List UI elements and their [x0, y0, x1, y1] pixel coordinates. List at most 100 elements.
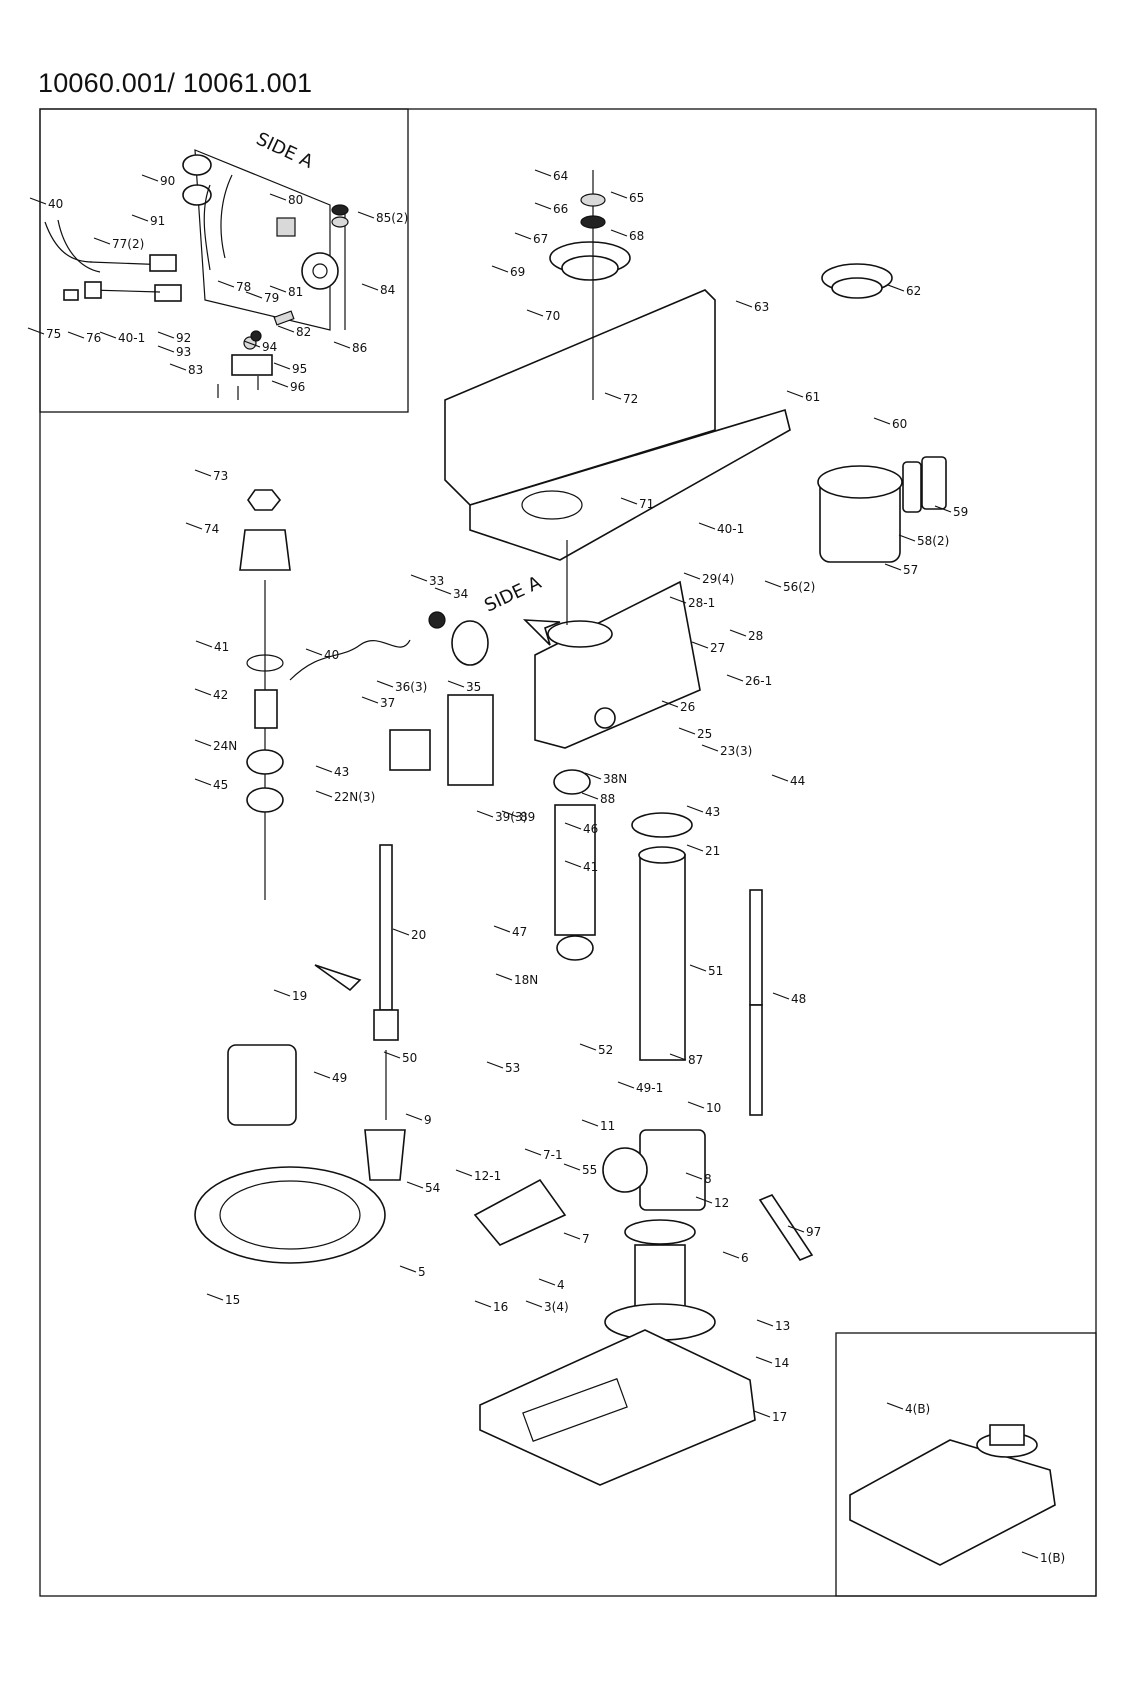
leader-line-main-32: [361, 696, 379, 704]
leader-line-main-23: [669, 596, 687, 604]
part-callout-main-40: 22N(3): [334, 790, 375, 804]
part-callout-inset-side-a-4: 91: [150, 214, 165, 228]
inset-frame-base-b: [835, 1332, 1097, 1597]
part-callout-main-31: 26: [680, 700, 695, 714]
leader-line-inset-base-b-1: [1021, 1551, 1039, 1559]
part-callout-inset-side-a-5: 77(2): [112, 237, 144, 251]
part-callout-main-3: 67: [533, 232, 548, 246]
head-casting: [534, 580, 701, 749]
part-callout-main-9: 63: [754, 300, 769, 314]
part-callout-main-69: 12: [714, 1196, 729, 1210]
part-callout-main-56: 50: [402, 1051, 417, 1065]
leader-line-main-70: [787, 1225, 805, 1233]
leader-line-inset-side-a-0: [141, 174, 159, 182]
part-callout-main-62: 11: [600, 1119, 615, 1133]
pulley-cover-base: [469, 408, 791, 561]
leader-line-main-61: [687, 1101, 705, 1109]
leader-line-main-17: [884, 563, 902, 571]
part-callout-main-30: 35: [466, 680, 481, 694]
part-callout-main-74: 5: [418, 1265, 426, 1279]
part-callout-inset-side-a-16: 82: [296, 325, 311, 339]
leader-line-main-20: [410, 574, 428, 582]
work-table: [194, 1166, 386, 1264]
leader-line-main-33: [194, 688, 212, 696]
part-callout-inset-side-a-12: 40-1: [118, 331, 145, 345]
part-callout-main-52: 48: [791, 992, 806, 1006]
leader-line-main-1: [610, 191, 628, 199]
leader-line-main-80: [753, 1410, 771, 1418]
leader-line-main-34: [678, 727, 696, 735]
leader-line-main-79: [755, 1356, 773, 1364]
leader-line-main-48: [564, 860, 582, 868]
part-callout-main-21: 34: [453, 587, 468, 601]
part-callout-main-44: 45: [213, 778, 228, 792]
part-callout-main-79: 14: [774, 1356, 789, 1370]
part-callout-main-39: 44: [790, 774, 805, 788]
table-bracket: [639, 1129, 706, 1211]
part-callout-main-63: 9: [424, 1113, 432, 1127]
part-callout-main-4: 68: [629, 229, 644, 243]
part-callout-main-1: 65: [629, 191, 644, 205]
part-callout-inset-side-a-19: 96: [290, 380, 305, 394]
leader-line-inset-side-a-1: [269, 193, 287, 201]
part-callout-main-7: 72: [623, 392, 638, 406]
leader-line-main-31: [661, 700, 679, 708]
part-callout-main-6: 70: [545, 309, 560, 323]
leader-line-main-52: [772, 992, 790, 1000]
leader-line-main-5: [491, 265, 509, 273]
part-callout-main-72: 6: [741, 1251, 749, 1265]
part-callout-main-42: 89: [520, 810, 535, 824]
part-callout-main-15: 59: [953, 505, 968, 519]
leader-line-main-21: [434, 587, 452, 595]
leader-line-main-41: [476, 810, 494, 818]
part-callout-main-11: 60: [892, 417, 907, 431]
leader-line-main-55: [579, 1043, 597, 1051]
part-callout-main-24: 28: [748, 629, 763, 643]
inset-side-a-heading: SIDE A: [253, 128, 317, 173]
part-callout-inset-side-a-11: 76: [86, 331, 101, 345]
part-callout-main-2: 66: [553, 202, 568, 216]
part-callout-main-77: 3(4): [544, 1300, 569, 1314]
inset-frame-side-a: [39, 108, 409, 413]
part-callout-main-68: 55: [582, 1163, 597, 1177]
part-callout-main-20: 33: [429, 574, 444, 588]
part-callout-main-57: 49: [332, 1071, 347, 1085]
part-callout-main-47: 46: [583, 822, 598, 836]
leader-line-main-76: [474, 1300, 492, 1308]
leader-line-main-16: [898, 534, 916, 542]
part-callout-main-26: 40: [324, 648, 339, 662]
part-callout-inset-side-a-14: 93: [176, 345, 191, 359]
leader-line-main-25: [195, 640, 213, 648]
switch-box: [447, 694, 494, 786]
part-callout-main-51: 51: [708, 964, 723, 978]
part-callout-main-16: 58(2): [917, 534, 949, 548]
leader-line-main-30: [447, 680, 465, 688]
leader-line-main-43: [581, 792, 599, 800]
leader-line-inset-side-a-16: [277, 325, 295, 333]
part-callout-main-29: 36(3): [395, 680, 427, 694]
part-callout-inset-side-a-13: 92: [176, 331, 191, 345]
leader-line-main-68: [563, 1163, 581, 1171]
part-callout-main-37: 43: [334, 765, 349, 779]
part-callout-inset-side-a-0: 90: [160, 174, 175, 188]
leader-line-main-44: [194, 778, 212, 786]
part-callout-main-60: 49-1: [636, 1081, 663, 1095]
part-callout-main-66: 12-1: [474, 1169, 501, 1183]
leader-line-main-63: [405, 1113, 423, 1121]
leader-line-main-38: [584, 772, 602, 780]
leader-line-main-0: [534, 169, 552, 177]
leader-line-main-57: [313, 1071, 331, 1079]
part-callout-main-67: 8: [704, 1172, 712, 1186]
part-callout-main-70: 97: [806, 1225, 821, 1239]
leader-line-main-14: [698, 522, 716, 530]
part-callout-main-76: 16: [493, 1300, 508, 1314]
part-callout-main-22: 29(4): [702, 572, 734, 586]
leader-line-inset-side-a-6: [217, 280, 235, 288]
leader-line-main-12: [194, 469, 212, 477]
part-callout-inset-side-a-17: 83: [188, 363, 203, 377]
leader-line-inset-side-a-4: [131, 214, 149, 222]
part-callout-main-35: 23(3): [720, 744, 752, 758]
part-callout-main-10: 61: [805, 390, 820, 404]
leader-line-main-37: [315, 765, 333, 773]
